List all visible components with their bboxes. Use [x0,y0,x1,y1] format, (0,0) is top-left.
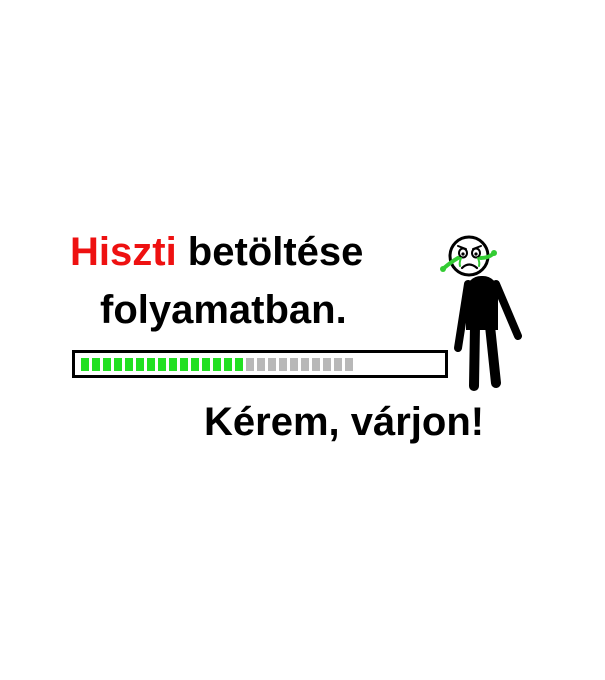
progress-segment-filled [191,358,199,371]
progress-segment-empty [290,358,298,371]
headline-line-1-rest: betöltése [176,230,364,274]
progress-segment-filled [147,358,155,371]
crying-stick-figure-icon [440,235,522,391]
progress-segment-filled [224,358,232,371]
progress-segment-empty [334,358,342,371]
highlight-word: Hiszti [70,230,177,274]
progress-segment-filled [202,358,210,371]
progress-segment-filled [103,358,111,371]
progress-segment-filled [136,358,144,371]
loading-progress-bar [72,350,448,378]
progress-segment-filled [169,358,177,371]
progress-segments [81,358,353,371]
headline-line-1: Hiszti betöltése [70,232,363,272]
progress-segment-empty [279,358,287,371]
progress-segment-empty [246,358,254,371]
progress-segment-empty [301,358,309,371]
progress-segment-filled [81,358,89,371]
progress-segment-empty [268,358,276,371]
progress-segment-filled [235,358,243,371]
progress-segment-filled [180,358,188,371]
progress-segment-filled [92,358,100,371]
progress-segment-empty [312,358,320,371]
progress-segment-filled [158,358,166,371]
progress-segment-empty [323,358,331,371]
progress-segment-filled [125,358,133,371]
wait-message: Kérem, várjon! [204,400,485,444]
progress-segment-empty [257,358,265,371]
progress-segment-empty [345,358,353,371]
progress-segment-filled [114,358,122,371]
progress-segment-filled [213,358,221,371]
headline-line-2: folyamatban. [100,288,347,332]
